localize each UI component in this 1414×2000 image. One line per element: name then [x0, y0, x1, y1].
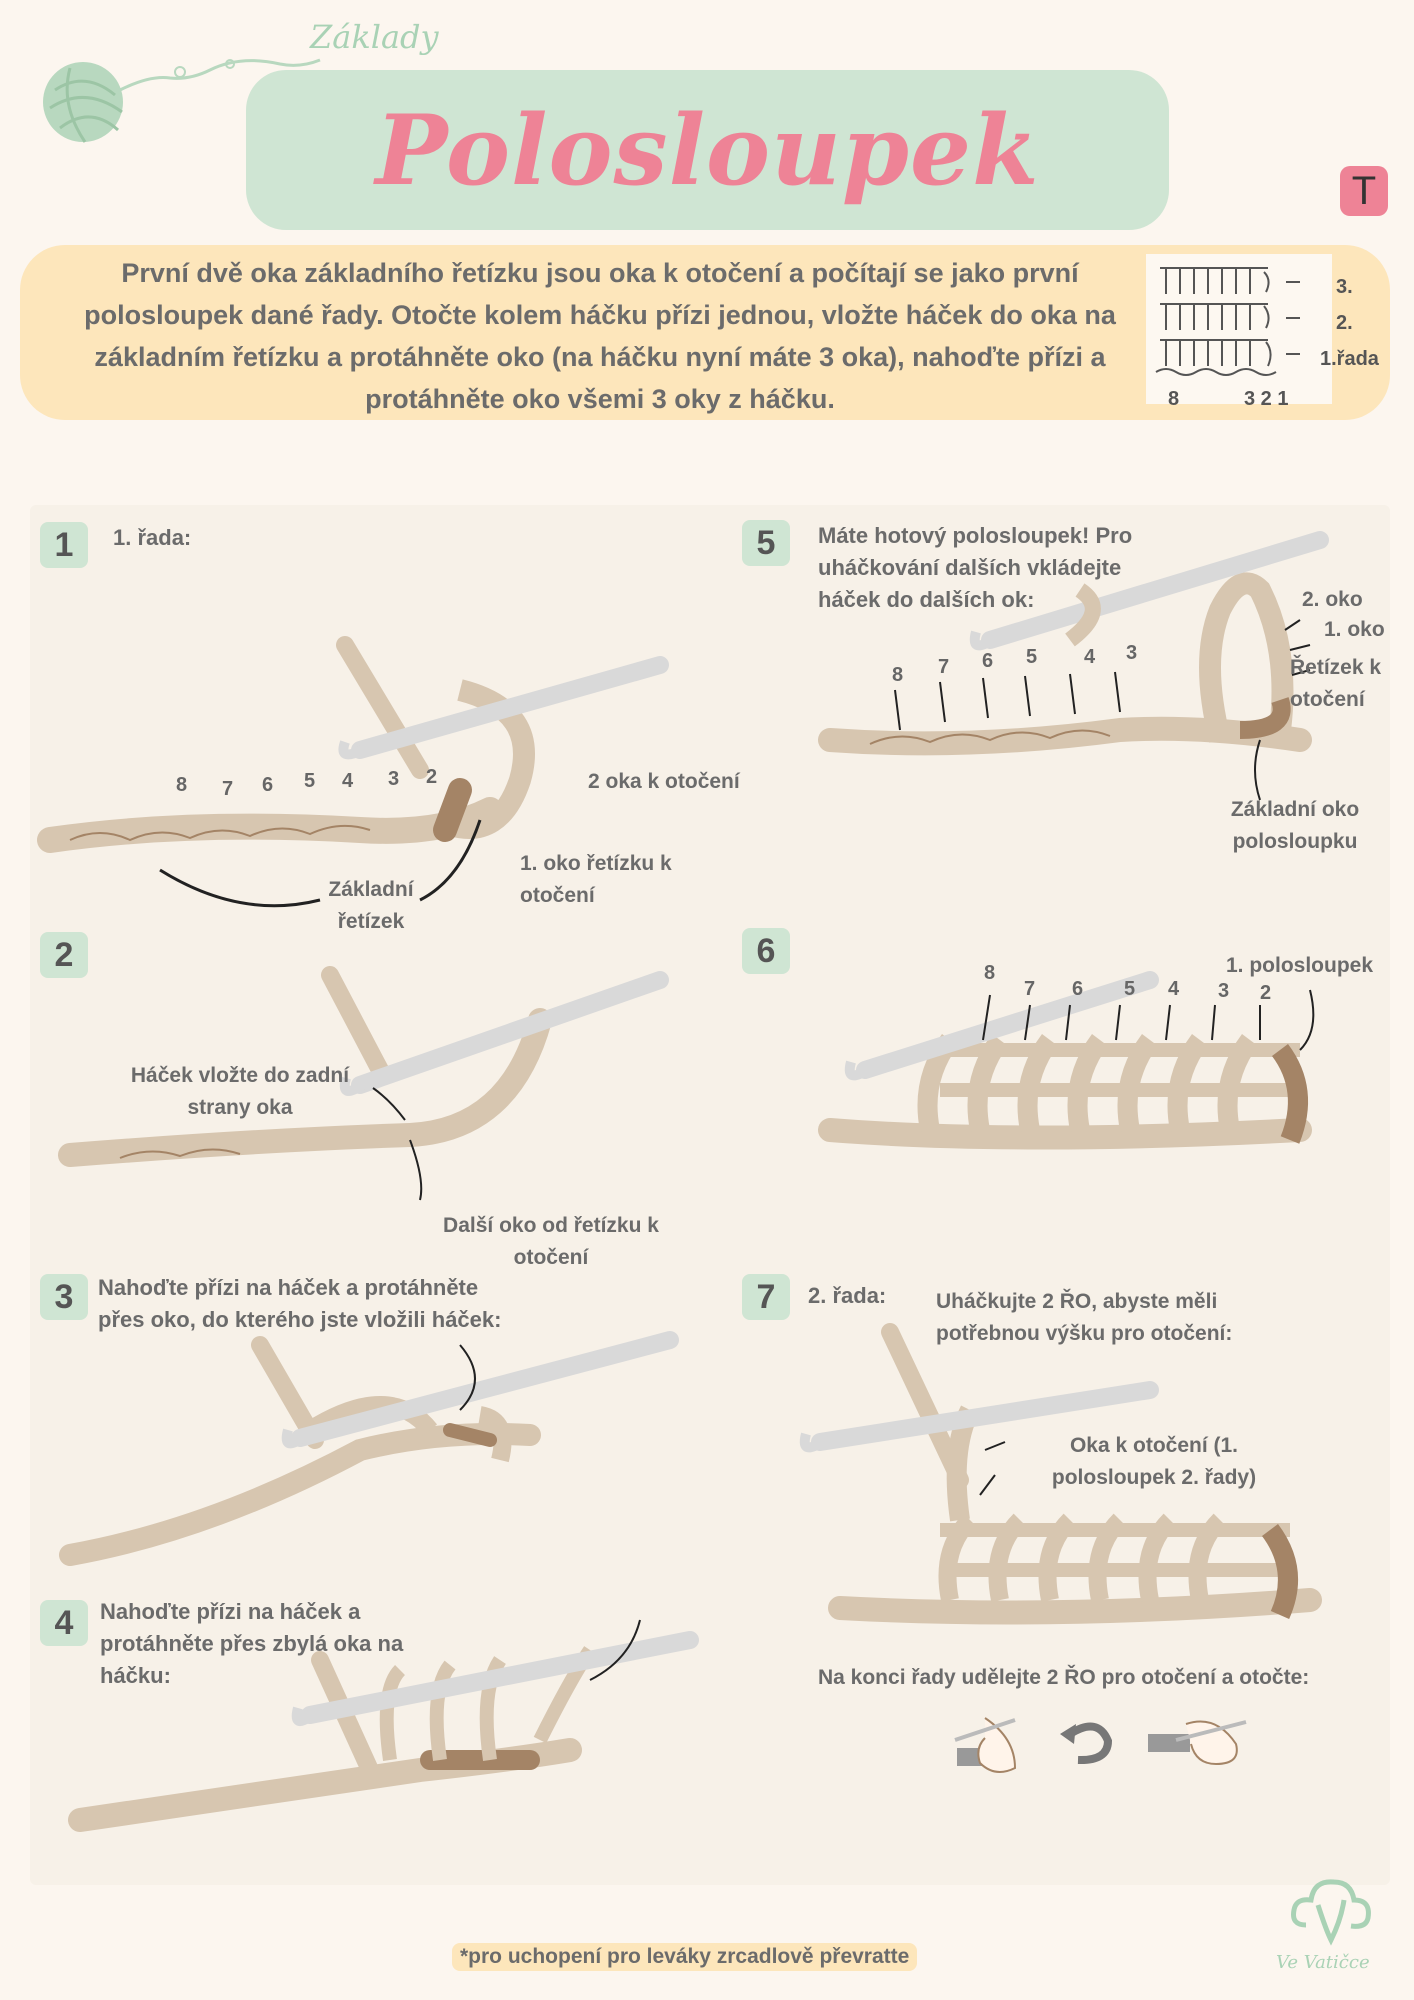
yarn-ball-icon — [43, 58, 321, 143]
symbol-chart — [1146, 254, 1332, 404]
intro-text: První dvě oka základního řetízku jsou ok… — [84, 258, 1116, 414]
s7-end-label: Na konci řady udělejte 2 ŘO pro otočení … — [818, 1666, 1310, 1689]
s2-next-label: Další oko od řetízku k otočení — [443, 1214, 659, 1269]
s5-first-label: 1. oko — [1324, 618, 1385, 641]
s5-num-4: 4 — [1084, 646, 1096, 668]
step-4-illustration — [68, 1619, 699, 1832]
row-label-2: 2. — [1336, 312, 1353, 334]
step-2-illustration — [58, 966, 669, 1201]
s6-num-6: 6 — [1072, 978, 1084, 1000]
s5-num-7: 7 — [938, 656, 950, 678]
s1-num-6: 6 — [262, 774, 274, 796]
s5-num-5: 5 — [1026, 646, 1038, 668]
symbol-badge: T — [1340, 166, 1388, 216]
s6-num-2: 2 — [1260, 982, 1272, 1004]
s1-num-5: 5 — [304, 770, 316, 792]
s6-num-3: 3 — [1218, 980, 1230, 1002]
step-7-illustration — [799, 1323, 1322, 1625]
s1-base-chain-label: Základní řetízek — [328, 878, 414, 933]
step-badge-2: 2 — [40, 932, 88, 978]
s6-num-7: 7 — [1024, 978, 1036, 1000]
turn-arrow-icon — [1060, 1722, 1113, 1765]
s1-num-2: 2 — [426, 766, 438, 788]
s1-first-turn-label: 1. oko řetízku k otočení — [520, 852, 672, 907]
s1-num-8: 8 — [176, 774, 188, 796]
step-badge-5: 5 — [742, 520, 790, 566]
step-5-illustration — [818, 531, 1329, 801]
step-badge-7: 7 — [742, 1274, 790, 1320]
step-6-illustration — [818, 971, 1315, 1150]
step-badge-1: 1 — [40, 522, 88, 568]
s6-num-5: 5 — [1124, 978, 1136, 1000]
s1-num-7: 7 — [222, 778, 234, 800]
s5-chain-label: Řetízek k otočení — [1290, 656, 1382, 711]
s6-first-hdc-label: 1. polosloupek — [1226, 954, 1374, 977]
s1-num-3: 3 — [388, 768, 400, 790]
step-7-text: 2. řada: — [808, 1283, 887, 1308]
step-1-illustration — [37, 636, 669, 908]
hand-hook-icon — [954, 1717, 1017, 1773]
s5-num-3: 3 — [1126, 642, 1138, 664]
s6-num-4: 4 — [1168, 978, 1180, 1000]
footer-note: *pro uchopení pro leváky zrcadlově převr… — [452, 1943, 918, 1971]
s2-insert-label: Háček vložte do zadní strany oka — [130, 1064, 350, 1119]
row-label-3: 3. — [1336, 276, 1353, 298]
step-badge-6: 6 — [742, 928, 790, 974]
step-5-text: Máte hotový polosloupek! Pro uháčkování … — [818, 523, 1133, 612]
chart-count-right: 3 2 1 — [1244, 388, 1289, 410]
chart-count-left: 8 — [1168, 388, 1180, 410]
step-3-illustration — [59, 1331, 679, 1566]
symbol-chart-drawing — [1155, 267, 1300, 376]
s1-turn-chains-label: 2 oka k otočení — [588, 770, 740, 793]
step-3-text: Nahoďte přízi na háček a protáhněte přes… — [98, 1275, 502, 1332]
s5-num-6: 6 — [982, 650, 994, 672]
s1-num-4: 4 — [342, 770, 354, 792]
hand-hook-turned-icon — [1148, 1720, 1247, 1766]
s5-second-label: 2. oko — [1302, 588, 1363, 611]
logo-text: Ve Vatičce — [1276, 1952, 1370, 1973]
s7-turn-label: Oka k otočení (1. polosloupek 2. řady) — [1051, 1434, 1257, 1489]
step-4-text: Nahoďte přízi na háček a protáhněte přes… — [100, 1599, 404, 1688]
s6-num-8: 8 — [984, 962, 996, 984]
s5-base-label: Základní oko polosloupku — [1230, 798, 1360, 853]
step-1-text: 1. řada: — [113, 525, 192, 550]
subtitle: Základy — [310, 18, 439, 56]
row-label-1: 1.řada — [1320, 348, 1379, 370]
step-badge-3: 3 — [40, 1274, 88, 1320]
logo-icon — [1291, 1879, 1371, 1946]
title-banner: Polosloupek — [246, 70, 1169, 230]
s5-num-8: 8 — [892, 664, 904, 686]
s7-instruction-label: Uháčkujte 2 ŘO, abyste měli potřebnou vý… — [936, 1290, 1233, 1345]
step-badge-4: 4 — [40, 1600, 88, 1646]
page-title: Polosloupek — [375, 93, 1040, 207]
